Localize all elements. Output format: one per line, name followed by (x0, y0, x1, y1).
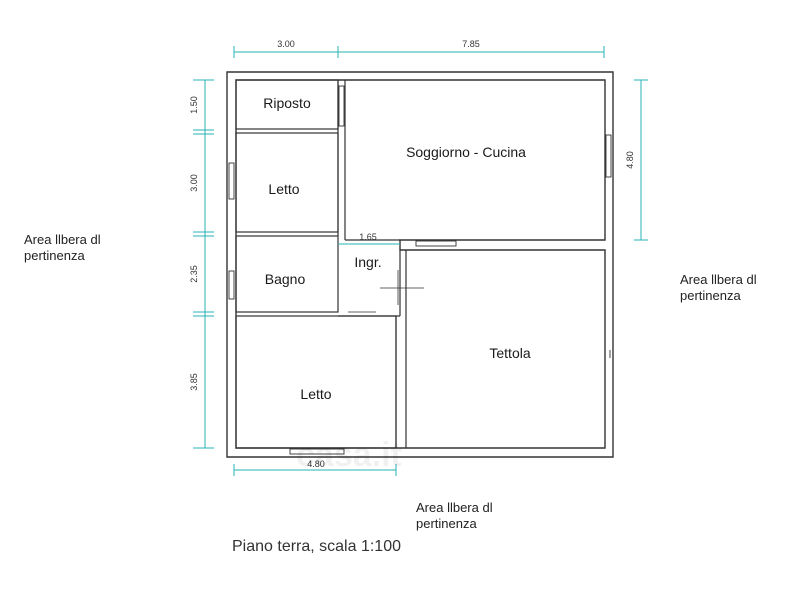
area-note-bottom-line-1: Area llbera dl (416, 500, 493, 515)
dimension-lines (193, 46, 648, 476)
room-riposto: Riposto (263, 95, 311, 111)
wall-bagno (235, 235, 339, 313)
dim-left-2: 3.00 (189, 174, 199, 192)
room-bagno: Bagno (265, 271, 306, 287)
room-letto-bottom: Letto (300, 386, 331, 402)
outer-wall-outer (226, 71, 614, 458)
window-riposto (338, 85, 345, 127)
plan-caption: Piano terra, scala 1:100 (232, 538, 401, 555)
area-note-right-line-2: pertinenza (680, 288, 741, 303)
dim-top-left: 3.00 (277, 39, 295, 49)
room-letto-top: Letto (268, 181, 299, 197)
window-letto-top (228, 162, 235, 200)
outer-wall-inner (235, 79, 606, 449)
area-note-left-line-2: pertinenza (24, 248, 85, 263)
wall-letto-bottom (235, 315, 397, 449)
window-soggiorno-bottom (415, 240, 457, 247)
dim-left-3: 2.35 (189, 265, 199, 283)
dimension-labels: 3.00 7.85 4.80 1.50 3.00 2.35 3.85 4.80 … (189, 39, 635, 469)
room-tettoia: Tettola (489, 345, 530, 361)
dim-left-4: 3.85 (189, 373, 199, 391)
area-note-left-line-1: Area llbera dl (24, 232, 101, 247)
room-soggiorno-cucina: Soggiorno - Cucina (406, 144, 526, 160)
area-note-bottom: Area llbera dl pertinenza (416, 500, 493, 532)
room-ingresso: Ingr. (354, 254, 381, 270)
window-letto-bottom (289, 448, 345, 455)
area-note-right: Area llbera dl pertinenza (680, 272, 757, 304)
dim-left-1: 1.50 (189, 96, 199, 114)
area-note-right-line-1: Area llbera dl (680, 272, 757, 287)
room-labels: Riposto Soggiorno - Cucina Letto Ingr. B… (263, 95, 531, 402)
windows (228, 85, 612, 455)
dim-right: 4.80 (625, 151, 635, 169)
dim-top-right: 7.85 (462, 39, 480, 49)
area-note-left: Area llbera dl pertinenza (24, 232, 101, 264)
window-soggiorno-right (605, 134, 612, 178)
outer-walls (226, 71, 614, 458)
area-note-bottom-line-2: pertinenza (416, 516, 477, 531)
dim-bottom: 4.80 (307, 459, 325, 469)
watermark-logo: casa.it (296, 436, 402, 474)
window-bagno (228, 270, 235, 300)
dim-ingresso: 1.65 (359, 232, 377, 242)
interior-walls (235, 79, 424, 449)
